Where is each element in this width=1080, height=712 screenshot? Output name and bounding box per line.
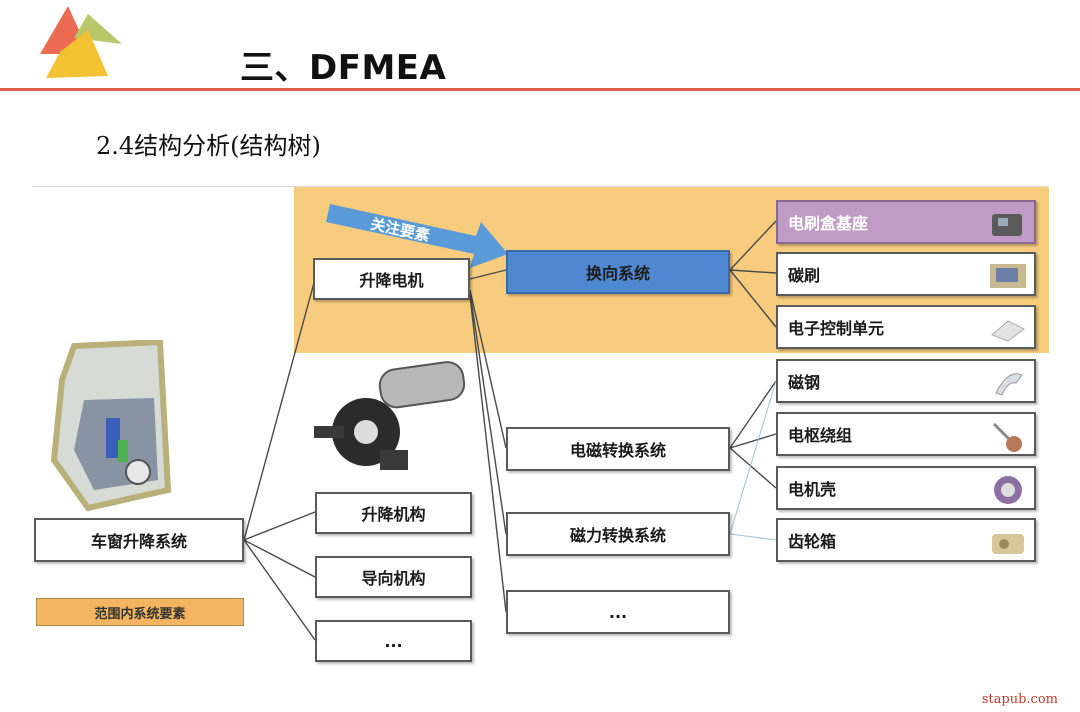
header-divider	[0, 88, 1080, 91]
car-door-image	[50, 340, 172, 512]
node-magnet: 磁钢	[776, 359, 1036, 403]
magnet-image	[995, 373, 1023, 396]
diagram-panel	[32, 186, 1048, 673]
brush-holder-image	[992, 214, 1022, 236]
focus-arrow	[326, 204, 508, 268]
motor-housing-image	[994, 476, 1022, 504]
section-subtitle: 2.4结构分析(结构树)	[96, 132, 321, 160]
carbon-brush-image	[990, 264, 1026, 288]
node-lift-mechanism: 升降机构	[315, 492, 472, 534]
node-level2-more: ...	[506, 590, 730, 634]
page-title: 三、DFMEA	[240, 48, 447, 88]
motor-image	[314, 361, 466, 470]
node-armature-winding: 电枢绕组	[776, 412, 1036, 456]
node-gearbox: 齿轮箱	[776, 518, 1036, 562]
node-motor-housing: 电机壳	[776, 466, 1036, 510]
node-root-window-lift-system: 车窗升降系统	[34, 518, 244, 562]
watermark: stapub.com	[981, 692, 1058, 707]
node-ecu: 电子控制单元	[776, 305, 1036, 349]
gearbox-image	[992, 534, 1024, 554]
node-brush-holder: 电刷盒基座	[776, 200, 1036, 244]
node-lift-motor: 升降电机	[313, 258, 470, 300]
logo	[40, 6, 122, 78]
armature-image	[992, 422, 1022, 452]
node-electromagnetic-system: 电磁转换系统	[506, 427, 730, 471]
node-carbon-brush: 碳刷	[776, 252, 1036, 296]
node-guide-mechanism: 导向机构	[315, 556, 472, 598]
ecu-image	[991, 320, 1025, 342]
node-magnetic-force-system: 磁力转换系统	[506, 512, 730, 556]
node-commutation-system: 换向系统	[506, 250, 730, 294]
legend-scope-elements: 范围内系统要素	[36, 598, 244, 626]
node-level1-more: ...	[315, 620, 472, 662]
